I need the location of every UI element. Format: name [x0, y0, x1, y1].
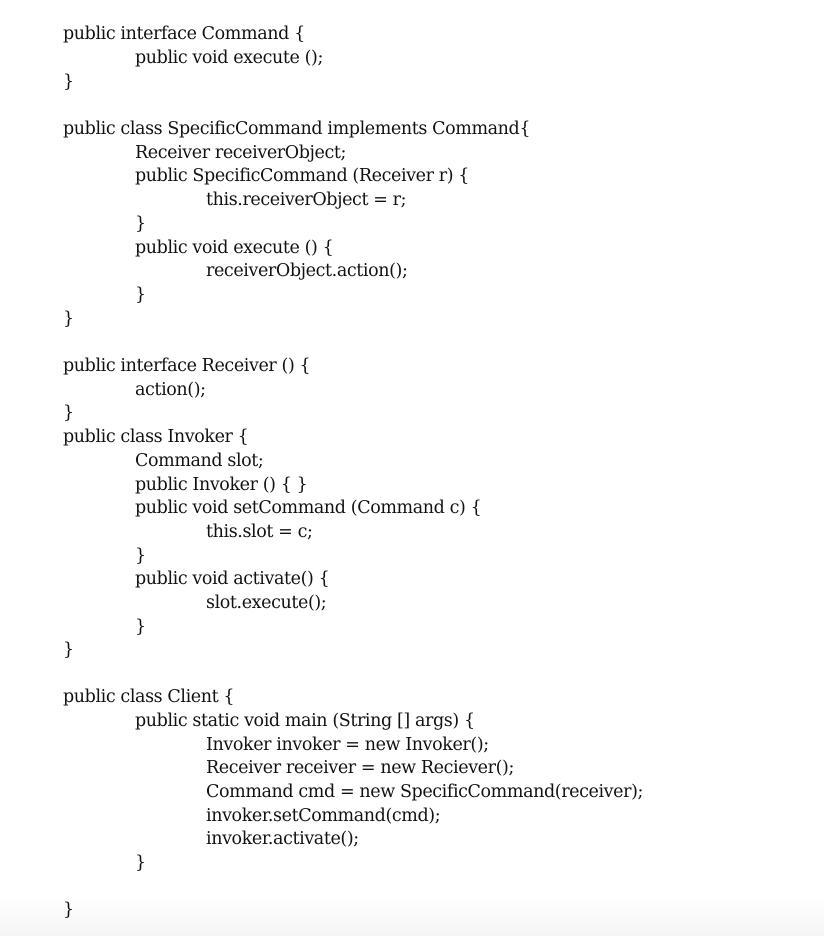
- code-line: }: [135, 285, 146, 305]
- code-line: slot.execute();: [206, 593, 327, 613]
- code-line: invoker.activate();: [206, 829, 359, 849]
- code-line: Invoker invoker = new Invoker();: [206, 735, 489, 755]
- code-line: public class SpecificCommand implements …: [63, 119, 531, 139]
- code-line: }: [135, 853, 146, 873]
- code-line: public void execute () {: [135, 238, 334, 258]
- code-line: public Invoker () { }: [135, 475, 308, 495]
- code-line: }: [135, 546, 146, 566]
- code-line: Receiver receiver = new Reciever();: [206, 758, 514, 778]
- code-line: public class Invoker {: [63, 427, 249, 447]
- code-line: public interface Command {: [63, 24, 305, 44]
- code-line: invoker.setCommand(cmd);: [206, 806, 441, 826]
- code-line: public static void main (String [] args)…: [135, 711, 475, 731]
- code-line: }: [63, 309, 74, 329]
- code-line: public class Client {: [63, 687, 235, 707]
- code-line: receiverObject.action();: [206, 261, 408, 281]
- code-line: }: [63, 403, 74, 423]
- code-line: }: [63, 640, 74, 660]
- code-line: action();: [135, 380, 206, 400]
- code-line: Command slot;: [135, 451, 264, 471]
- code-line: }: [135, 214, 146, 234]
- code-line: this.slot = c;: [206, 522, 313, 542]
- code-line: }: [63, 72, 74, 92]
- code-line: public interface Receiver () {: [63, 356, 311, 376]
- code-line: Receiver receiverObject;: [135, 143, 347, 163]
- code-line: public void setCommand (Command c) {: [135, 498, 482, 518]
- code-line: public void execute ();: [135, 48, 323, 68]
- code-line: }: [63, 900, 74, 920]
- code-line: Command cmd = new SpecificCommand(receiv…: [206, 782, 644, 802]
- code-line: this.receiverObject = r;: [206, 190, 407, 210]
- code-line: public SpecificCommand (Receiver r) {: [135, 166, 470, 186]
- code-line: }: [135, 617, 146, 637]
- code-line: public void activate() {: [135, 569, 330, 589]
- page-bottom-shade: [0, 896, 824, 936]
